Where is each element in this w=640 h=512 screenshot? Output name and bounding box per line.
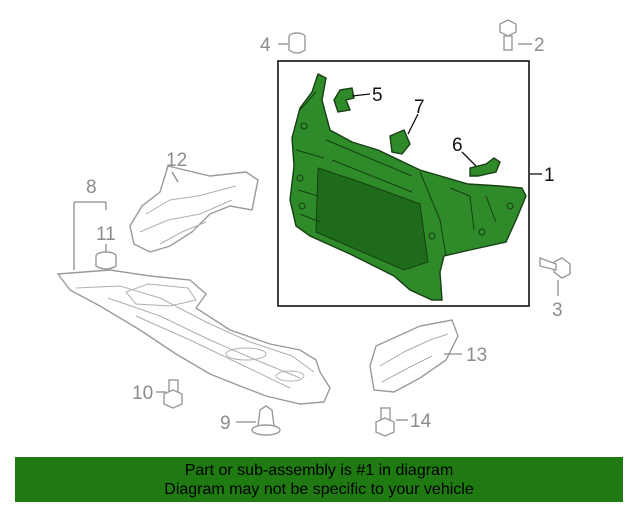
bolt-part-3[interactable] xyxy=(539,256,571,279)
callout-9: 9 xyxy=(220,413,231,434)
banner-line-1: Part or sub-assembly is #1 in diagram xyxy=(184,462,454,479)
info-banner: Part or sub-assembly is #1 in diagram Di… xyxy=(15,457,623,502)
callout-8: 8 xyxy=(86,177,97,198)
callout-7: 7 xyxy=(414,97,425,118)
radiator-support-panel[interactable] xyxy=(289,73,527,301)
callout-13: 13 xyxy=(466,345,487,366)
under-cover-part-8[interactable] xyxy=(56,269,331,405)
splash-shield-part-13[interactable] xyxy=(369,319,459,393)
callout-10: 10 xyxy=(132,383,153,404)
clip-part-9[interactable] xyxy=(251,405,281,436)
bracket-part-5[interactable] xyxy=(333,87,355,113)
bolt-part-10[interactable] xyxy=(163,379,183,409)
banner-line-2: Diagram may not be specific to your vehi… xyxy=(164,481,474,498)
bracket-part-7[interactable] xyxy=(389,129,411,155)
leader-lines xyxy=(73,43,559,423)
splash-shield-part-12[interactable] xyxy=(129,165,259,253)
callout-1: 1 xyxy=(544,165,555,186)
callout-3: 3 xyxy=(552,300,563,321)
callout-5: 5 xyxy=(372,85,383,106)
cap-part-4[interactable] xyxy=(288,32,306,54)
callout-12: 12 xyxy=(166,150,187,171)
callout-14: 14 xyxy=(410,411,432,432)
bolt-part-2[interactable] xyxy=(499,19,517,51)
bolt-part-14[interactable] xyxy=(375,407,395,437)
grommet-part-11[interactable] xyxy=(95,251,117,270)
callout-2: 2 xyxy=(534,35,545,56)
parts-diagram: 1 2 3 4 5 6 7 8 9 10 11 12 13 14 xyxy=(56,19,571,437)
assembly-highlight-box xyxy=(277,60,530,307)
callout-6: 6 xyxy=(452,135,463,156)
bracket-part-6[interactable] xyxy=(469,157,501,177)
callout-4: 4 xyxy=(260,35,271,56)
callout-11: 11 xyxy=(96,224,116,245)
